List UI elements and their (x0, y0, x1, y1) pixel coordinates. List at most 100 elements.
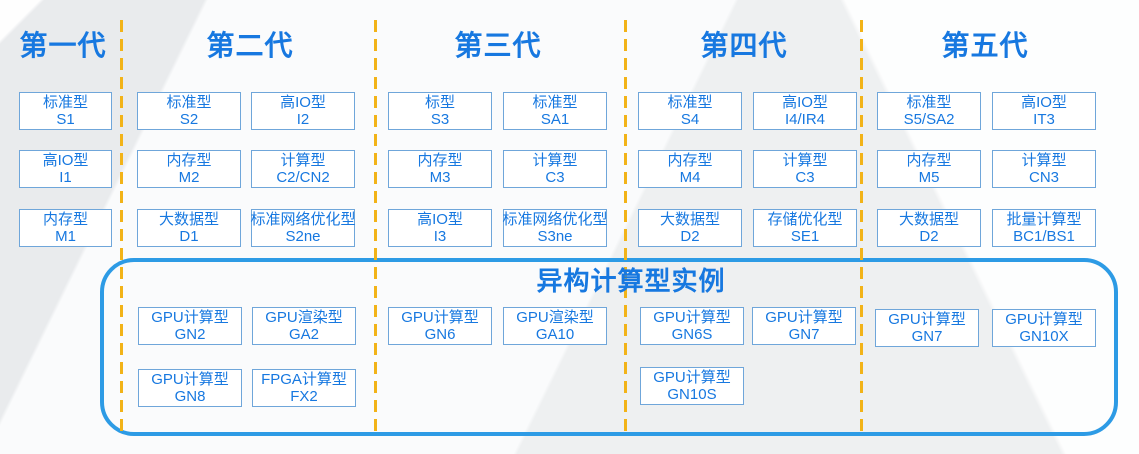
gen2-instance-box-d1: 大数据型 D1 (137, 209, 241, 247)
instance-type-label: 大数据型 (898, 211, 959, 228)
instance-type-label: 计算型 (1021, 152, 1067, 169)
instance-code-label: GA10 (535, 326, 575, 343)
instance-type-label: 标准型 (42, 94, 88, 111)
instance-code-label: CN3 (1028, 169, 1059, 186)
instance-code-label: M2 (178, 169, 200, 186)
gen1-instance-box-s1: 标准型 S1 (19, 92, 112, 130)
gen2-instance-box-s2ne: 标准网络优化型 S2ne (250, 209, 356, 247)
gen4-instance-box-c3: 计算型 C3 (753, 150, 857, 188)
instance-code-label: D2 (919, 228, 939, 245)
gen2-gpu-box-gn8: GPU计算型 GN8 (138, 369, 242, 407)
instance-type-label: 内存型 (166, 152, 212, 169)
instance-type-label: 大数据型 (158, 211, 219, 228)
instance-code-label: I4/IR4 (784, 111, 826, 128)
instance-code-label: M1 (55, 228, 76, 245)
gen5-header: 第五代 (941, 30, 1029, 61)
gen4-gpu-box-gn10s: GPU计算型 GN10S (640, 367, 744, 405)
gen4-instance-box-s4: 标准型 S4 (638, 92, 742, 130)
gen2-fpga-box-fx2: FPGA计算型 FX2 (252, 369, 356, 407)
gen4-instance-box-m4: 内存型 M4 (638, 150, 742, 188)
instance-type-label: 计算型 (782, 152, 828, 169)
gen2-gpu-box-ga2: GPU渲染型 GA2 (252, 307, 356, 345)
gen5-gpu-box-gn10x: GPU计算型 GN10X (992, 309, 1096, 347)
divider-gen4-gen5 (860, 20, 863, 437)
gen4-instance-box-se1: 存储优化型 SE1 (753, 209, 857, 247)
gen5-instance-box-bc1bs1: 批量计算型 BC1/BS1 (992, 209, 1096, 247)
instance-code-label: M3 (429, 169, 451, 186)
instance-type-label: 高IO型 (417, 211, 463, 228)
instance-code-label: GA2 (288, 326, 319, 343)
instance-code-label: S4 (680, 111, 700, 128)
instance-code-label: GN10S (667, 386, 717, 403)
gen3-instance-box-s3ne: 标准网络优化型 S3ne (502, 209, 608, 247)
instance-code-label: C3 (545, 169, 565, 186)
instance-type-label: 大数据型 (659, 211, 720, 228)
gen3-gpu-box-ga10: GPU渲染型 GA10 (503, 307, 607, 345)
instance-type-label: GPU计算型 (151, 371, 229, 388)
gen4-gpu-box-gn7: GPU计算型 GN7 (752, 307, 856, 345)
instance-type-label: GPU计算型 (151, 309, 229, 326)
instance-type-label: 标准型 (166, 94, 212, 111)
gen2-instance-box-c2cn2: 计算型 C2/CN2 (251, 150, 355, 188)
instance-type-label: GPU计算型 (888, 311, 966, 328)
gen1-header: 第一代 (19, 30, 107, 61)
instance-type-label: 计算型 (532, 152, 578, 169)
instance-code-label: GN7 (788, 326, 820, 343)
gen1-instance-box-i1: 高IO型 I1 (19, 150, 112, 188)
instance-code-label: S2 (179, 111, 199, 128)
instance-code-label: GN8 (174, 388, 206, 405)
instance-code-label: S5/SA2 (903, 111, 955, 128)
instance-type-label: 批量计算型 (1006, 211, 1082, 228)
instance-type-label: GPU渲染型 (265, 309, 343, 326)
gen5-instance-box-s5sa2: 标准型 S5/SA2 (877, 92, 981, 130)
instance-type-label: 标准网络优化型 (250, 211, 356, 228)
instance-type-label: GPU计算型 (1005, 311, 1083, 328)
instance-type-label: 内存型 (417, 152, 463, 169)
instance-type-label: 计算型 (280, 152, 326, 169)
instance-code-label: S2ne (285, 228, 321, 245)
gen3-instance-box-m3: 内存型 M3 (388, 150, 492, 188)
instance-code-label: D2 (680, 228, 700, 245)
instance-code-label: M4 (679, 169, 701, 186)
instance-code-label: D1 (179, 228, 199, 245)
instance-type-label: GPU渲染型 (516, 309, 594, 326)
gen3-instance-box-i3: 高IO型 I3 (388, 209, 492, 247)
instance-code-label: I3 (433, 228, 447, 245)
gen4-gpu-box-gn6s: GPU计算型 GN6S (640, 307, 744, 345)
instance-code-label: M5 (918, 169, 940, 186)
instance-type-label: 内存型 (906, 152, 952, 169)
gen4-instance-box-d2: 大数据型 D2 (638, 209, 742, 247)
gen3-instance-box-sa1: 标准型 SA1 (503, 92, 607, 130)
gen3-gpu-box-gn6: GPU计算型 GN6 (388, 307, 492, 345)
instance-code-label: GN7 (911, 328, 943, 345)
gen4-instance-box-i4ir4: 高IO型 I4/IR4 (753, 92, 857, 130)
gen2-instance-box-i2: 高IO型 I2 (251, 92, 355, 130)
instance-type-label: 高IO型 (42, 152, 89, 169)
gen3-header: 第三代 (454, 30, 542, 61)
gen5-instance-box-it3: 高IO型 IT3 (992, 92, 1096, 130)
instance-code-label: SE1 (790, 228, 820, 245)
instance-type-label: GPU计算型 (653, 309, 731, 326)
divider-gen2-gen3 (374, 20, 377, 437)
instance-code-label: FX2 (290, 388, 318, 405)
gen5-gpu-box-gn7: GPU计算型 GN7 (875, 309, 979, 347)
instance-type-label: 存储优化型 (767, 211, 843, 228)
gen5-instance-box-m5: 内存型 M5 (877, 150, 981, 188)
gen1-instance-box-m1: 内存型 M1 (19, 209, 112, 247)
instance-code-label: S1 (56, 111, 75, 128)
divider-gen1-gen2 (120, 20, 123, 437)
instance-code-label: BC1/BS1 (1013, 228, 1075, 245)
instance-type-label: FPGA计算型 (261, 371, 347, 388)
instance-code-label: C3 (795, 169, 815, 186)
instance-code-label: IT3 (1033, 111, 1055, 128)
instance-type-label: 标准网络优化型 (502, 211, 608, 228)
instance-type-label: 标型 (424, 94, 455, 111)
gen5-instance-box-cn3: 计算型 CN3 (992, 150, 1096, 188)
gen2-gpu-box-gn2: GPU计算型 GN2 (138, 307, 242, 345)
instance-type-label: 标准型 (906, 94, 952, 111)
gen2-instance-box-s2: 标准型 S2 (137, 92, 241, 130)
instance-type-label: 标准型 (532, 94, 578, 111)
instance-type-label: 内存型 (667, 152, 713, 169)
instance-type-label: 高IO型 (782, 94, 828, 111)
gen3-instance-box-s3: 标型 S3 (388, 92, 492, 130)
